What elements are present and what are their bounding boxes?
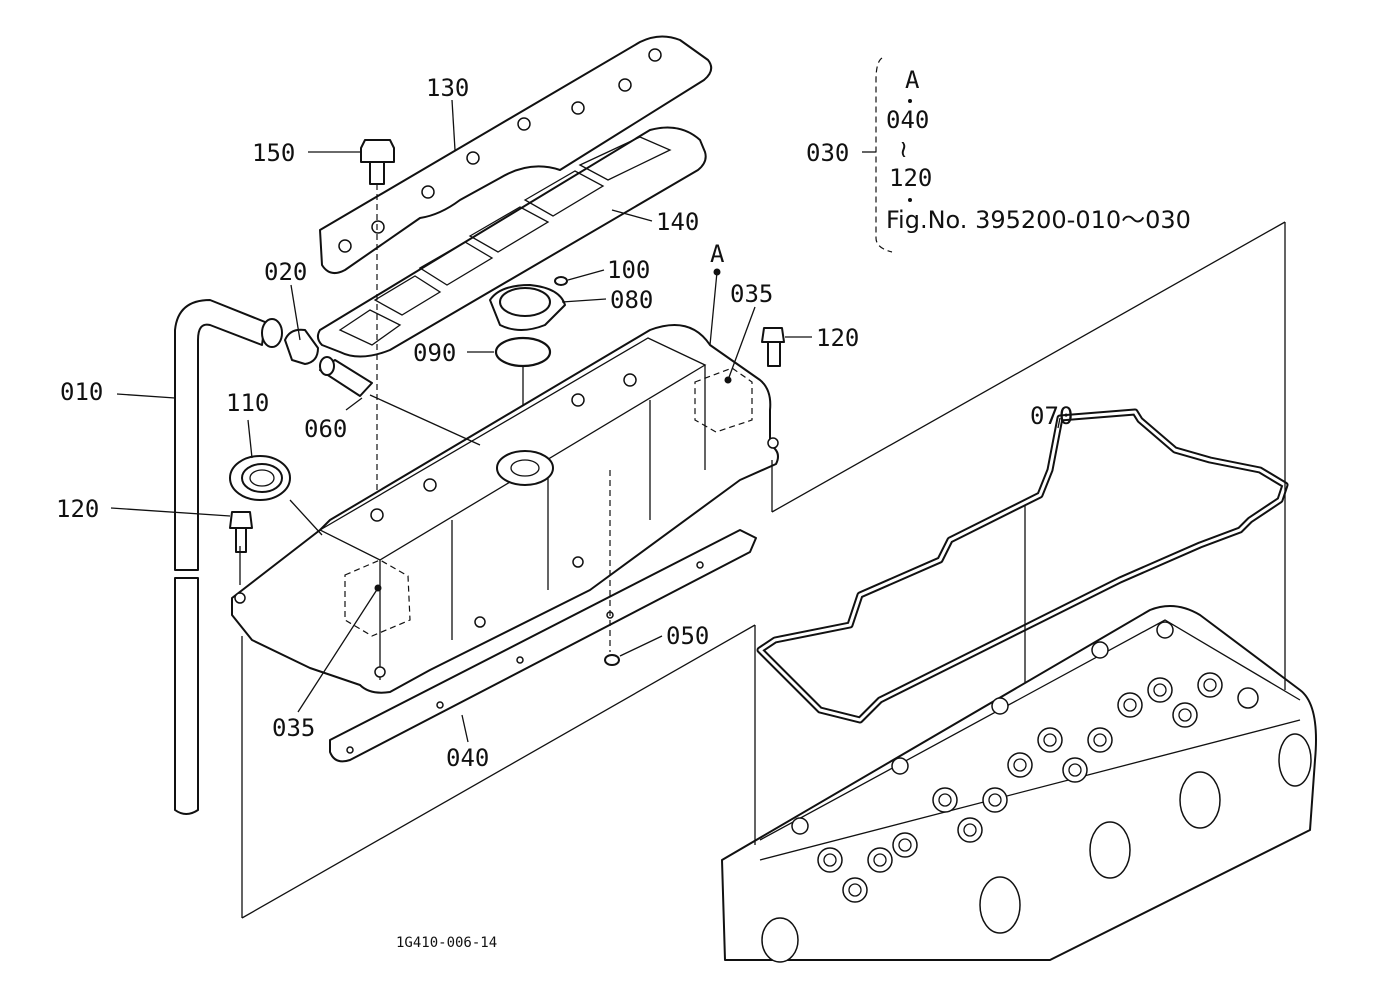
label-060: 060 <box>304 415 347 443</box>
label-080: 080 <box>610 286 653 314</box>
part-labels: 130 150 140 020 100 080 A 035 120 090 01… <box>56 74 1073 772</box>
label-090: 090 <box>413 339 456 367</box>
part-110-seal <box>229 455 291 501</box>
part-120-bolt-left <box>229 511 253 553</box>
label-150: 150 <box>252 139 295 167</box>
cylinder-head-cover <box>231 324 779 694</box>
cylinder-head <box>721 605 1317 963</box>
label-020: 020 <box>264 258 307 286</box>
label-035-top: 035 <box>730 280 773 308</box>
label-035-bottom: 035 <box>272 714 315 742</box>
label-040: 040 <box>446 744 489 772</box>
legend-tilde: ≀ <box>899 135 908 163</box>
label-100: 100 <box>607 256 650 284</box>
label-120-left: 120 <box>56 495 99 523</box>
part-020-clamp <box>284 328 319 365</box>
part-080-cap <box>489 284 566 331</box>
part-040-gasket-strip <box>329 529 757 763</box>
legend-ref-label: A <box>905 66 920 94</box>
part-050-screw <box>604 470 620 666</box>
part-130-plate <box>319 35 713 275</box>
part-150-bolt <box>360 139 395 520</box>
label-110: 110 <box>226 389 269 417</box>
assembly-frame-lines <box>239 221 1286 919</box>
label-120-right: 120 <box>816 324 859 352</box>
label-070: 070 <box>1030 402 1073 430</box>
label-140: 140 <box>656 208 699 236</box>
legend-to-label: 120 <box>889 164 932 192</box>
leader-lines <box>110 99 1061 743</box>
part-060-pipe <box>319 356 373 397</box>
label-050: 050 <box>666 622 709 650</box>
drawing-code: 1G410-006-14 <box>396 935 497 951</box>
legend-parent-label: 030 <box>806 139 849 167</box>
label-010: 010 <box>60 378 103 406</box>
legend-from-label: 040 <box>886 106 929 134</box>
part-100-screw <box>554 276 568 286</box>
part-140-gasket <box>316 126 707 358</box>
label-A: A <box>710 240 725 268</box>
part-120-bolt-right <box>761 327 785 367</box>
assembly-legend: 030 A 040 ≀ 120 Fig.No. 395200-010～030 <box>806 57 1191 253</box>
part-010-hose <box>174 299 283 815</box>
figure-number: Fig.No. 395200-010～030 <box>886 206 1191 234</box>
label-130: 130 <box>426 74 469 102</box>
